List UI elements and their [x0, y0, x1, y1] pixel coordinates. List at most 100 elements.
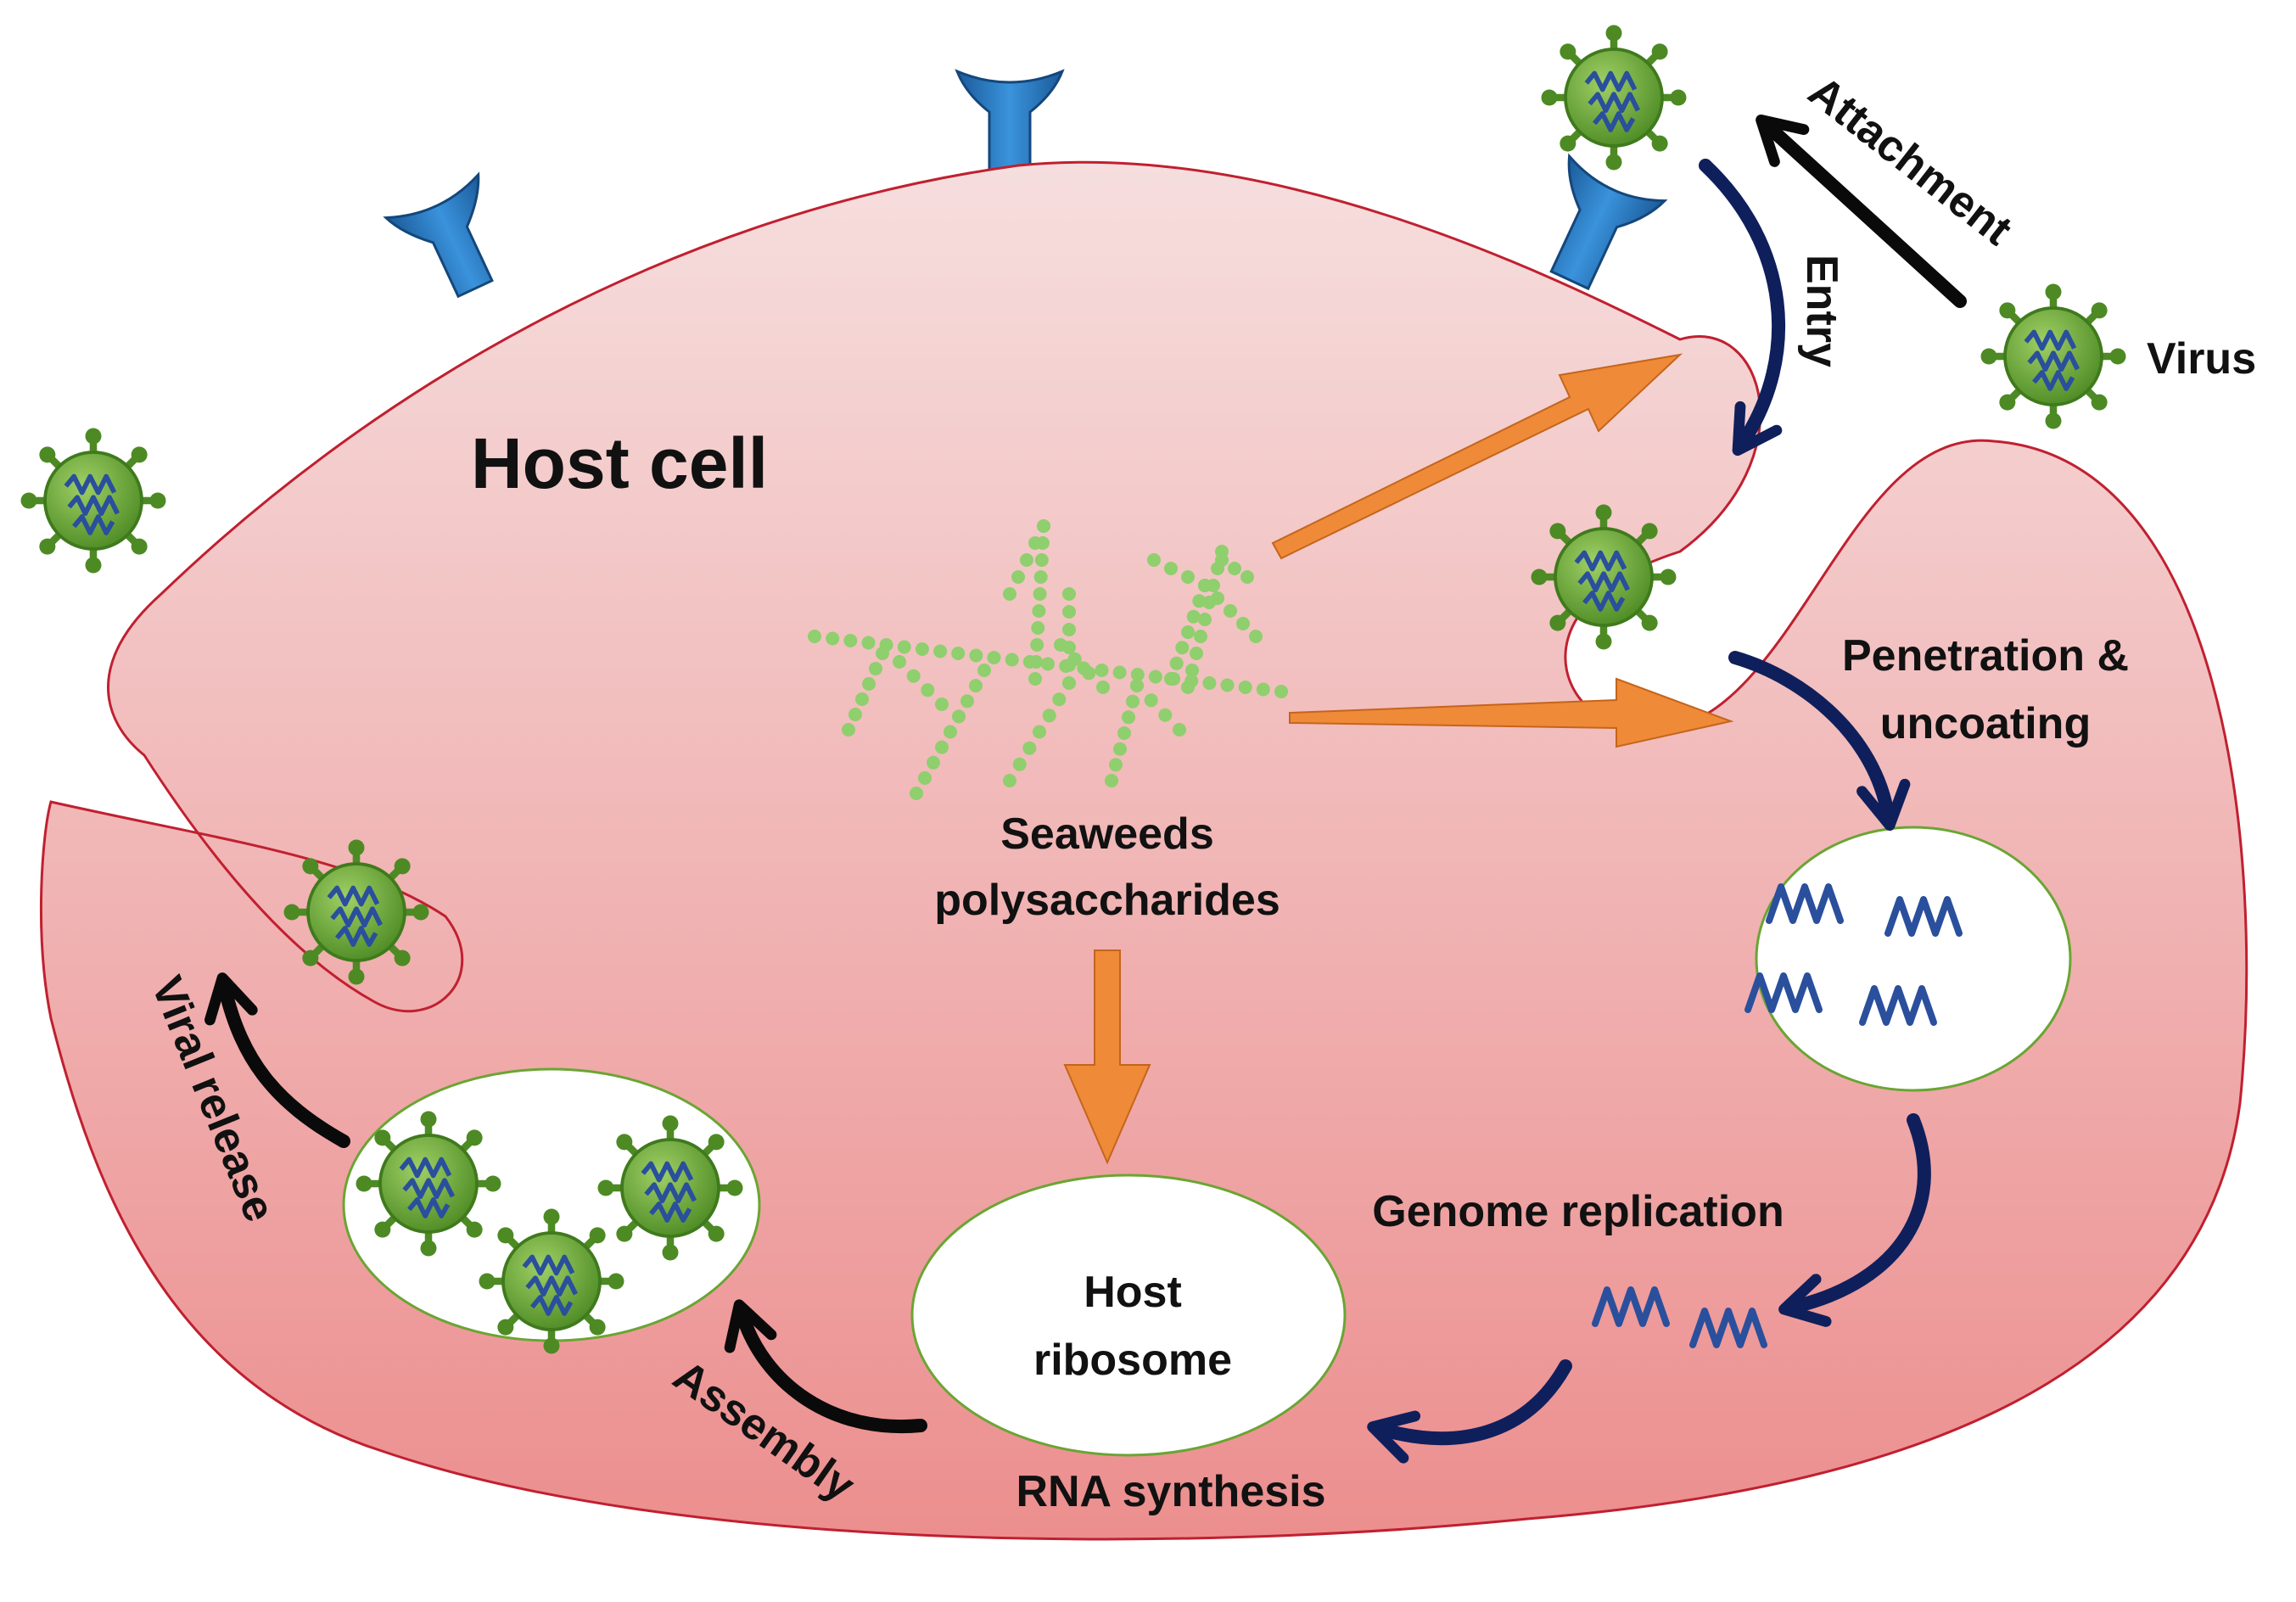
- polysaccharide-bead: [1037, 519, 1050, 533]
- polysaccharide-bead: [855, 692, 869, 706]
- polysaccharide-bead: [1122, 710, 1135, 725]
- polysaccharide-bead: [1147, 553, 1161, 567]
- polysaccharide-bead: [1112, 665, 1127, 680]
- seaweeds-label-line1: Seaweeds: [1000, 809, 1214, 859]
- polysaccharide-bead: [1236, 617, 1250, 630]
- polysaccharide-bead: [1003, 587, 1016, 601]
- polysaccharide-bead: [969, 648, 983, 663]
- polysaccharide-bead: [1062, 676, 1076, 690]
- polysaccharide-bead: [1164, 672, 1178, 686]
- polysaccharide-bead: [1158, 708, 1173, 722]
- polysaccharide-bead: [915, 642, 929, 656]
- polysaccharide-bead: [1096, 681, 1110, 694]
- polysaccharide-bead: [1020, 553, 1033, 567]
- polysaccharide-bead: [1033, 587, 1047, 601]
- polysaccharide-bead: [1041, 657, 1055, 671]
- replication-arrow: [1778, 1113, 1931, 1327]
- polysaccharide-bead: [862, 677, 876, 691]
- polysaccharide-bead: [876, 647, 889, 660]
- genome-vesicle: [1755, 826, 2072, 1092]
- polysaccharide-bead: [935, 740, 949, 754]
- polysaccharide-bead: [1181, 570, 1195, 584]
- polysaccharide-bead: [1003, 774, 1016, 787]
- polysaccharide-bead: [1249, 630, 1263, 643]
- polysaccharide-bead: [1130, 679, 1144, 692]
- polysaccharide-bead: [1052, 692, 1067, 707]
- receptor-icon: [955, 69, 1065, 180]
- polysaccharide-bead: [1034, 553, 1049, 567]
- polysaccharide-bead: [1173, 723, 1186, 737]
- receptor-icon: [1549, 153, 1668, 291]
- seaweeds-label-line2: polysaccharides: [934, 876, 1280, 925]
- polysaccharide-bead: [1012, 757, 1027, 771]
- polysaccharide-bead: [1274, 685, 1288, 698]
- virus-label: Virus: [2147, 334, 2256, 384]
- polysaccharide-bead: [1062, 605, 1076, 619]
- polysaccharide-bead: [1028, 672, 1042, 686]
- polysaccharide-bead: [952, 709, 966, 724]
- polysaccharide-bead: [1042, 709, 1056, 723]
- viral-release-arrow: [204, 972, 350, 1148]
- polysaccharide-bead: [1005, 653, 1019, 667]
- polysaccharide-bead: [1082, 666, 1096, 681]
- ribosome-label-line1: Host: [1084, 1268, 1182, 1317]
- rna-synthesis-label: RNA synthesis: [1016, 1467, 1325, 1516]
- polysaccharide-bead: [987, 651, 1001, 664]
- polysaccharide-bead: [861, 636, 876, 650]
- polysaccharide-bead: [1067, 652, 1082, 666]
- polysaccharide-bead: [1164, 562, 1178, 575]
- polysaccharide-bead: [951, 647, 966, 660]
- virus-icon: [20, 429, 165, 574]
- polysaccharide-bead: [1190, 647, 1203, 660]
- polysaccharide-bead: [1029, 655, 1044, 669]
- polysaccharide-bead: [1207, 579, 1220, 592]
- polysaccharide-icon: [808, 519, 1288, 800]
- polysaccharide-bead: [1202, 676, 1217, 690]
- polysaccharide-bead: [969, 679, 983, 693]
- rna-synthesis-arrow: [1367, 1359, 1572, 1464]
- polysaccharide-bead: [1062, 587, 1076, 601]
- polysaccharide-bead: [1033, 570, 1048, 584]
- polysaccharide-bead: [1032, 604, 1046, 618]
- polysaccharide-bead: [906, 669, 921, 683]
- polysaccharide-bead: [1117, 726, 1131, 740]
- virus-icon: [479, 1209, 624, 1354]
- polysaccharide-bead: [927, 755, 940, 770]
- polysaccharide-bead: [1095, 664, 1109, 677]
- polysaccharide-bead: [826, 631, 840, 646]
- polysaccharide-bead: [960, 694, 974, 709]
- penetration-label-line1: Penetration &: [1842, 631, 2129, 681]
- host-cell-label: Host cell: [471, 423, 768, 503]
- polysaccharide-bead: [1126, 694, 1140, 709]
- orange-arrow: [1271, 353, 1683, 560]
- virus-icon: [1981, 284, 2126, 429]
- polysaccharide-bead: [1256, 682, 1270, 697]
- polysaccharide-bead: [1030, 638, 1044, 652]
- polysaccharide-bead: [944, 725, 957, 739]
- polysaccharide-bead: [1240, 570, 1254, 584]
- polysaccharide-bead: [1011, 570, 1025, 584]
- polysaccharide-bead: [1192, 594, 1207, 608]
- polysaccharide-bead: [1144, 693, 1158, 708]
- polysaccharide-bead: [1113, 742, 1127, 756]
- virus-icon: [598, 1116, 743, 1261]
- orange-arrow: [1063, 949, 1151, 1165]
- genome-replication-label: Genome replication: [1372, 1187, 1784, 1236]
- polysaccharide-bead: [921, 683, 935, 697]
- polysaccharide-bead: [893, 655, 906, 669]
- virus-icon: [284, 840, 429, 985]
- polysaccharide-bead: [1031, 621, 1045, 635]
- polysaccharide-bead: [1211, 562, 1224, 575]
- polysaccharide-bead: [918, 770, 932, 785]
- polysaccharide-bead: [842, 723, 855, 737]
- polysaccharide-bead: [935, 697, 949, 711]
- penetration-arrow: [1728, 651, 1911, 832]
- polysaccharide-bead: [1109, 758, 1123, 772]
- polysaccharide-bead: [1215, 545, 1229, 558]
- polysaccharide-bead: [1220, 678, 1235, 692]
- virus-icon: [1542, 25, 1687, 170]
- polysaccharide-bead: [1148, 669, 1162, 684]
- polysaccharide-bead: [1175, 641, 1190, 655]
- polysaccharide-bead: [1181, 625, 1195, 639]
- receptor-icon: [383, 171, 494, 299]
